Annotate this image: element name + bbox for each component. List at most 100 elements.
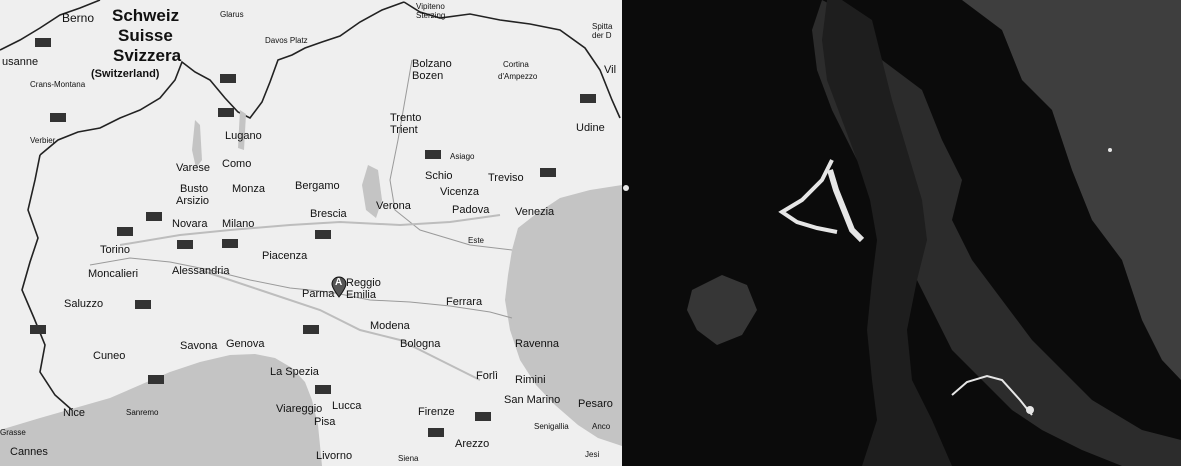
place-label: Arsizio xyxy=(176,195,210,207)
place-label: Siena xyxy=(398,454,419,463)
place-label: Verbier xyxy=(30,136,56,145)
place-label: Genova xyxy=(226,338,265,350)
place-label: der D xyxy=(592,31,612,40)
road-shield xyxy=(35,38,51,47)
motorway xyxy=(119,214,501,246)
place-label: Sterzing xyxy=(416,11,446,20)
place-label: Cuneo xyxy=(93,350,126,362)
place-label: Parma xyxy=(302,288,335,300)
road-shield xyxy=(540,168,556,177)
place-label: Firenze xyxy=(418,406,455,418)
border-swiss-north xyxy=(0,0,101,51)
place-label: d'Ampezzo xyxy=(498,72,538,81)
location-marker-a[interactable]: A xyxy=(330,276,348,298)
country-label-line3: Svizzera xyxy=(113,46,182,65)
place-label: Varese xyxy=(176,162,211,174)
place-label: Asiago xyxy=(450,152,475,161)
map-base xyxy=(0,0,622,466)
place-label: Berno xyxy=(62,11,95,25)
place-label: Piacenza xyxy=(262,250,308,262)
place-label: Cortina xyxy=(503,60,529,69)
place-label: Este xyxy=(468,236,485,245)
place-label: Senigallia xyxy=(534,422,569,431)
place-label: Bolzano xyxy=(412,58,452,70)
place-label: Alessandria xyxy=(172,265,230,277)
road-shield xyxy=(315,385,331,394)
place-label: Arezzo xyxy=(455,438,490,450)
place-label: Brescia xyxy=(310,208,347,220)
place-label: Spitta xyxy=(592,22,613,31)
place-label: Forlì xyxy=(476,370,498,382)
road-shield xyxy=(425,150,441,159)
road-shield xyxy=(303,325,319,334)
place-label: Monza xyxy=(232,183,266,195)
place-label: Bologna xyxy=(400,338,441,350)
mountain-relief-2 xyxy=(812,0,1181,466)
adriatic-sea xyxy=(505,185,622,446)
place-label: San Marino xyxy=(504,394,561,406)
place-label: Pesaro xyxy=(578,398,613,410)
motorway-south xyxy=(199,269,481,381)
place-label: Vicenza xyxy=(440,186,479,198)
place-label: Modena xyxy=(370,320,410,332)
place-label: Udine xyxy=(576,122,605,134)
place-label: Anco xyxy=(592,422,611,431)
place-label: Trento xyxy=(390,112,422,124)
place-label: Novara xyxy=(172,218,208,230)
place-label: La Spezia xyxy=(270,366,319,378)
road-shield xyxy=(315,230,331,239)
road-shield xyxy=(117,227,133,236)
road-shield xyxy=(580,94,596,103)
place-label: Treviso xyxy=(488,172,524,184)
place-label: Saluzzo xyxy=(64,298,104,310)
place-label: Bozen xyxy=(412,70,444,82)
place-label: Emilia xyxy=(346,289,376,301)
road-shield xyxy=(146,212,162,221)
ligurian-sea xyxy=(0,354,322,466)
road-shield xyxy=(218,108,234,117)
satellite-image-panel[interactable] xyxy=(622,0,1181,466)
place-label: Vil xyxy=(604,64,617,76)
border-italy-austria xyxy=(403,1,621,119)
road-shield xyxy=(220,74,236,83)
country-label-line2: Suisse xyxy=(118,26,173,45)
place-label: Trient xyxy=(390,124,418,136)
lower-shoreline xyxy=(951,374,1033,416)
place-label: Nice xyxy=(63,407,86,419)
marker-label: A xyxy=(335,277,343,288)
place-label: Davos Platz xyxy=(265,36,308,45)
place-label: Lucca xyxy=(332,400,362,412)
place-label: Como xyxy=(222,158,252,170)
road-shield xyxy=(148,375,164,384)
road-shield xyxy=(475,412,491,421)
country-label-line4: (Switzerland) xyxy=(91,68,160,80)
water-channel xyxy=(822,0,952,466)
place-label: Savona xyxy=(180,340,218,352)
road-shield xyxy=(428,428,444,437)
place-label: Livorno xyxy=(316,450,353,462)
road-map-panel[interactable]: Schweiz Suisse Svizzera (Switzerland) Be… xyxy=(0,0,622,466)
border-france-italy xyxy=(21,154,73,411)
place-label: Ravenna xyxy=(515,338,560,350)
place-label: Ferrara xyxy=(446,296,483,308)
place-label: Schio xyxy=(425,170,453,182)
place-label: Venezia xyxy=(515,206,555,218)
country-label-line1: Schweiz xyxy=(112,6,180,25)
place-label: Sanremo xyxy=(126,408,159,417)
place-label: Padova xyxy=(452,204,490,216)
satellite-terrain xyxy=(622,0,1181,466)
mountain-relief xyxy=(962,0,1181,380)
lake-como xyxy=(238,110,246,150)
place-label: Grasse xyxy=(0,428,26,437)
place-label: Torino xyxy=(100,244,130,256)
place-label: Viareggio xyxy=(276,403,323,415)
bay-shoreline xyxy=(778,159,838,234)
river-adige xyxy=(389,59,513,251)
place-label: Crans-Montana xyxy=(30,80,86,89)
place-label: Cannes xyxy=(10,446,48,458)
place-label: Bergamo xyxy=(295,180,340,192)
bright-spot xyxy=(1108,148,1112,152)
place-label: Glarus xyxy=(220,10,244,19)
place-label: Verona xyxy=(376,200,411,212)
place-label: Milano xyxy=(222,218,255,230)
